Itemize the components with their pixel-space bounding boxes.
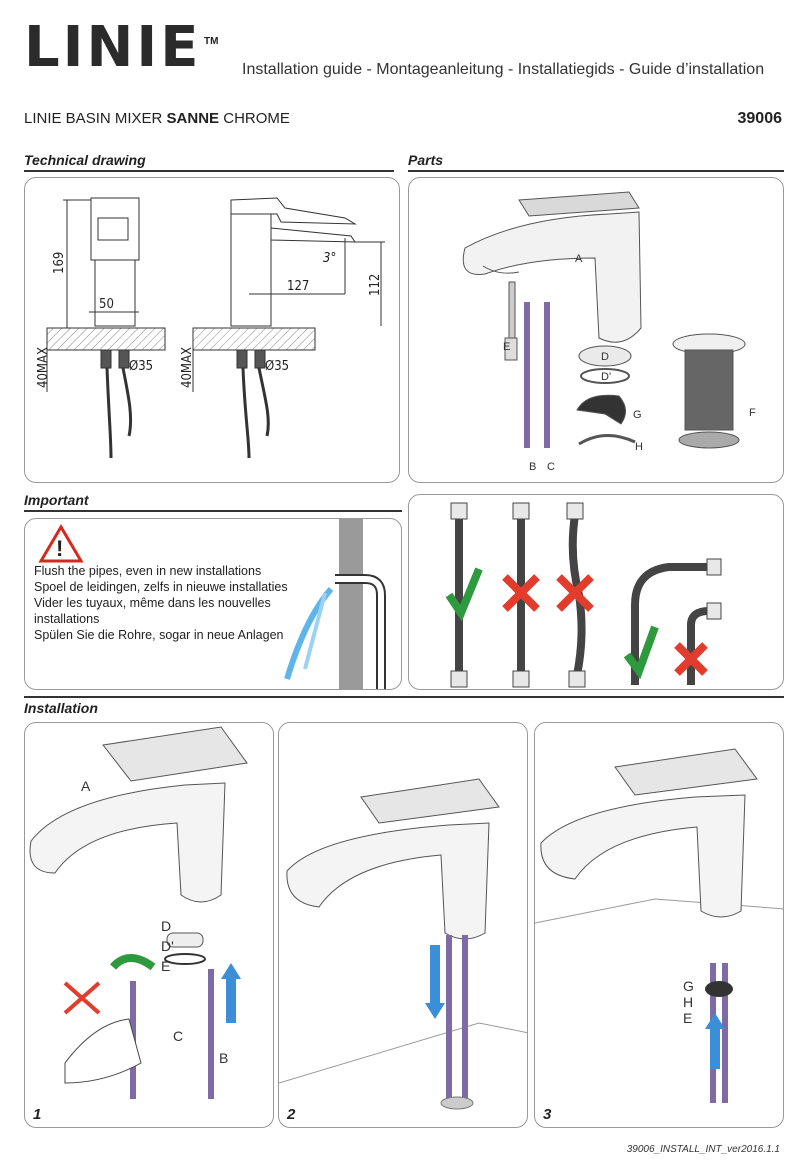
step-2-illustration: 2 [279, 778, 527, 1123]
check-icon [623, 625, 659, 680]
max-depth-dimension: 40MAX [180, 347, 195, 388]
spout-reach-dimension: 127 [287, 279, 309, 294]
hose-bend-wrong [687, 607, 710, 685]
max-depth-dimension: 40MAX [36, 347, 51, 388]
product-name: LINIE BASIN MIXER SANNE CHROME [24, 110, 290, 127]
hose-bend-correct [631, 563, 709, 685]
step-label: C [173, 1028, 183, 1044]
hole-diameter-dimension: Ø35 [129, 359, 153, 374]
step-number: 3 [543, 1106, 552, 1123]
faucet-handle [518, 191, 640, 217]
instruction-line: installations [34, 612, 100, 626]
hole-diameter-dimension: Ø35 [265, 359, 289, 374]
document-version: 39006_INSTALL_INT_ver2016.1.1 [626, 1144, 780, 1155]
divider [24, 170, 394, 172]
hose-do-dont-panel [408, 494, 784, 690]
faucet-body [462, 211, 642, 343]
rotate-arrow-icon [110, 954, 156, 971]
hose-do-dont-illustration [445, 502, 722, 688]
step-label: D [161, 918, 171, 934]
section-title-technical: Technical drawing [24, 152, 146, 168]
step-label: E [683, 1010, 692, 1026]
step-label: A [81, 778, 91, 794]
section-title-important: Important [24, 492, 89, 508]
step-number: 1 [33, 1106, 41, 1123]
technical-drawing: 169 50 Ø35 40MAX 127 112 3° Ø35 40MAX [36, 197, 385, 459]
divider [24, 696, 784, 698]
part-label: E [503, 341, 510, 353]
part-h [578, 434, 636, 446]
part-label: D' [601, 371, 611, 383]
product-series: SANNE [166, 110, 220, 127]
part-d2 [580, 368, 630, 384]
step-1-panel: A D D' E C B 1 [24, 722, 274, 1128]
warning-icon: ! [38, 524, 84, 563]
base-width-dimension: 50 [99, 297, 114, 312]
height-dimension: 169 [52, 252, 67, 274]
technical-drawing-panel: 169 50 Ø35 40MAX 127 112 3° Ø35 40MAX [24, 177, 400, 483]
no-wrench-icon [63, 981, 101, 1015]
section-title-installation: Installation [24, 700, 98, 716]
cross-icon [556, 574, 594, 612]
parts-illustration: A B C D D' E F G H [462, 191, 756, 473]
check-icon [445, 567, 483, 622]
part-label: B [529, 461, 536, 473]
part-label: A [575, 253, 583, 265]
divider [408, 170, 784, 172]
divider [24, 510, 402, 512]
section-title-parts: Parts [408, 152, 444, 168]
angle-dimension: 3° [323, 251, 336, 266]
part-g [576, 394, 626, 425]
step-label: H [683, 994, 693, 1010]
step-3-illustration: G H E 3 [535, 748, 783, 1123]
instruction-line: Flush the pipes, even in new installatio… [34, 564, 262, 578]
pipe [339, 519, 363, 689]
step-2-panel: 2 [278, 722, 528, 1128]
cross-icon [502, 574, 540, 612]
step-label: D' [161, 938, 174, 954]
parts-panel: A B C D D' E F G H [408, 177, 784, 483]
step-label: G [683, 978, 694, 994]
part-f [684, 349, 734, 431]
flush-warning-panel: ! [24, 518, 402, 690]
step-number: 2 [286, 1106, 296, 1123]
step-label: B [219, 1050, 228, 1066]
svg-text:!: ! [56, 536, 63, 561]
part-label: H [635, 441, 643, 453]
hand-icon [64, 1018, 142, 1084]
step-3-panel: G H E 3 [534, 722, 784, 1128]
part-label: G [633, 409, 642, 421]
step-label: E [161, 958, 170, 974]
spout-height-dimension: 112 [368, 274, 383, 296]
cross-icon [674, 642, 708, 676]
product-code: 39006 [737, 110, 783, 127]
part-d [578, 345, 632, 367]
part-label: D [601, 351, 609, 363]
step-1-illustration: A D D' E C B 1 [29, 726, 248, 1123]
warning-illustration: ! [38, 519, 386, 689]
instruction-line: Spoel de leidingen, zelfs in nieuwe inst… [34, 580, 288, 594]
part-label: F [749, 407, 756, 419]
guide-title: Installation guide - Montageanleitung - … [242, 61, 765, 78]
brand-logo: LINIE [24, 15, 202, 80]
part-label: C [547, 461, 555, 473]
flush-instructions: Flush the pipes, even in new installatio… [34, 563, 334, 643]
instruction-line: Vider les tuyaux, même dans les nouvelle… [34, 596, 271, 610]
trademark-mark: TM [204, 36, 219, 47]
instruction-line: Spülen Sie die Rohre, sogar in neue Anla… [34, 628, 284, 642]
